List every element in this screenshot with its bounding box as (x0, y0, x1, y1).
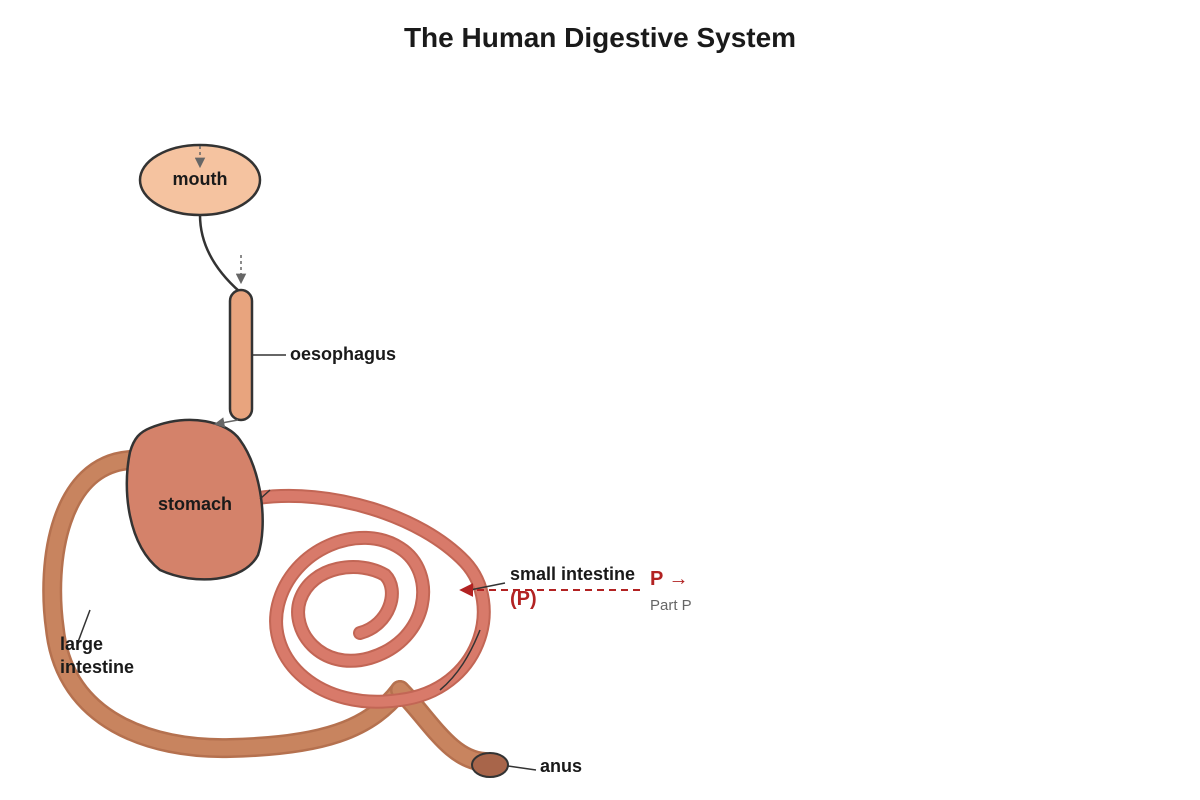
large-intestine-label-line1: large (60, 634, 103, 654)
small-intestine-leader (469, 582, 506, 591)
anus (471, 752, 509, 778)
anus-label: anus (540, 756, 582, 776)
stomach-duodenum-tick (259, 489, 271, 500)
mouth-label: mouth (173, 169, 228, 189)
stomach-label: stomach (158, 494, 232, 514)
part-p-caption: Part P (650, 597, 692, 614)
oesophagus (228, 288, 254, 422)
oesophagus-label: oesophagus (290, 344, 396, 364)
mouth-oesophagus-connector (198, 214, 241, 293)
stomach (125, 418, 264, 581)
part-p-symbol: P → (650, 568, 689, 590)
small-intestine-label: small intestine (510, 564, 635, 584)
flow-arrow-stomach (213, 417, 239, 428)
small-intestine-inner-leader (439, 629, 481, 691)
anus-leader (507, 765, 537, 771)
page-title: The Human Digestive System (403, 22, 797, 53)
large-intestine-leader (77, 609, 91, 643)
large-intestine-label-line2: intestine (60, 657, 134, 677)
small-intestine-marker: (P) (510, 588, 537, 610)
